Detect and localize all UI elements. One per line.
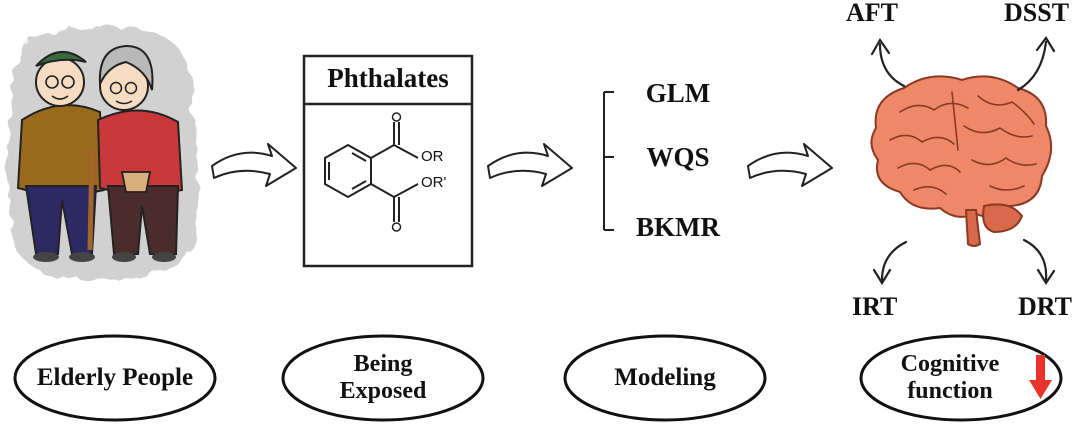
arrow-to-drt bbox=[1022, 238, 1056, 286]
substituent-or: OR bbox=[421, 148, 444, 165]
flow-arrow-2 bbox=[487, 143, 573, 187]
modeling-text: Modeling bbox=[614, 364, 716, 391]
cognitive-text: Cognitive bbox=[900, 351, 1000, 378]
phthalates-title: Phthalates bbox=[327, 63, 449, 93]
arrow-to-dsst bbox=[1016, 36, 1056, 92]
phthalates-box bbox=[302, 54, 474, 268]
phthalate-structure bbox=[324, 122, 419, 222]
elderly-couple-illustration bbox=[7, 26, 199, 280]
model-wqs: WQS bbox=[646, 142, 710, 172]
cerebellum bbox=[982, 203, 1024, 234]
substituent-or-prime: OR' bbox=[421, 174, 447, 191]
elderly-woman bbox=[96, 44, 184, 262]
arrow-to-aft bbox=[870, 37, 906, 88]
test-drt: DRT bbox=[1018, 292, 1072, 321]
bottom-ovals bbox=[13, 334, 1063, 422]
label-modeling: Modeling bbox=[565, 336, 765, 420]
brain-hemisphere bbox=[870, 75, 1053, 218]
carbonyl-oxygen-circles bbox=[391, 112, 402, 232]
down-arrow-icon bbox=[1029, 355, 1052, 399]
test-aft: AFT bbox=[846, 0, 898, 27]
brain-stem bbox=[964, 209, 982, 247]
elderly-people-text: Elderly People bbox=[36, 364, 194, 391]
label-being-exposed: Being Exposed bbox=[283, 336, 483, 420]
model-bkmr: BKMR bbox=[636, 212, 720, 242]
test-dsst: DSST bbox=[1004, 0, 1070, 27]
oval-elderly bbox=[13, 334, 217, 422]
test-irt: IRT bbox=[852, 292, 898, 321]
brain-illustration bbox=[870, 75, 1053, 247]
label-elderly-people: Elderly People bbox=[15, 336, 215, 420]
exposed-text: Exposed bbox=[339, 378, 427, 404]
flow-arrow-3 bbox=[747, 143, 833, 187]
being-text: Being bbox=[353, 351, 413, 378]
model-glm: GLM bbox=[645, 78, 711, 108]
brain-folds bbox=[889, 91, 1037, 195]
oval-cognitive bbox=[859, 334, 1063, 422]
oval-modeling bbox=[563, 334, 767, 422]
arrow-to-irt bbox=[872, 240, 908, 286]
function-text: function bbox=[907, 378, 993, 404]
elderly-man bbox=[16, 51, 106, 262]
label-cognitive-function: Cognitive function bbox=[870, 336, 1030, 420]
oval-exposed bbox=[281, 334, 485, 422]
modeling-bracket bbox=[603, 91, 614, 231]
flow-arrow-1 bbox=[211, 143, 297, 187]
